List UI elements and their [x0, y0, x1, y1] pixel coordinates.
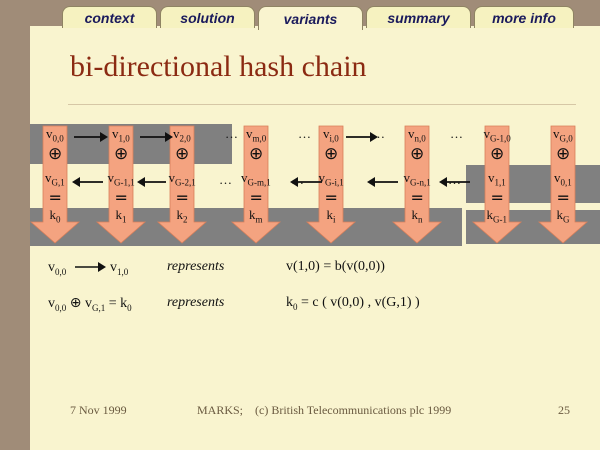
legend-row1-formula: v(1,0) = b(v(0,0)): [286, 259, 385, 274]
xor-icon: ⊕: [114, 144, 129, 164]
equals-sign: =: [114, 188, 128, 207]
key-value-6: kG-1: [486, 207, 508, 225]
backward-value-6: v1,1: [488, 170, 506, 188]
ellipsis: …: [225, 126, 238, 141]
equals-sign: =: [410, 188, 424, 207]
legend-row1-represents: represents: [167, 259, 225, 274]
footer-page-number: 25: [558, 403, 570, 417]
legend-row2-formula: k0 = c ( v(0,0) , v(G,1) ): [286, 295, 420, 312]
key-value-0: k0: [49, 207, 61, 225]
legend-row1-source: v0,0: [48, 260, 67, 277]
tab-solution[interactable]: solution: [160, 6, 255, 28]
forward-value-6: vG-1,0: [483, 126, 511, 144]
tab-more-info[interactable]: more info: [474, 6, 574, 28]
backward-value-2: vG-2,1: [168, 170, 196, 188]
key-value-5: kn: [411, 207, 423, 225]
xor-icon: ⊕: [324, 144, 339, 164]
key-value-4: ki: [326, 207, 336, 225]
backward-value-7: v0,1: [554, 170, 572, 188]
backward-value-1: vG-1,1: [107, 170, 135, 188]
forward-value-7: vG,0: [553, 126, 573, 144]
backward-value-0: vG,1: [45, 170, 65, 188]
xor-icon: ⊕: [48, 144, 63, 164]
tab-variants[interactable]: variants: [258, 6, 363, 30]
xor-icon: ⊕: [249, 144, 264, 164]
xor-icon: ⊕: [69, 295, 82, 311]
xor-icon: ⊕: [410, 144, 425, 164]
backward-value-5: vG-n,1: [403, 170, 431, 188]
legend-row2-left: v0,0 ⊕ vG,1 = k0: [48, 295, 132, 313]
xor-icon: ⊕: [490, 144, 505, 164]
slide-title: bi-directional hash chain: [70, 50, 367, 83]
legend-row2-represents: represents: [167, 295, 225, 310]
tab-context[interactable]: context: [62, 6, 157, 28]
key-value-3: km: [249, 207, 263, 225]
ellipsis: …: [448, 172, 461, 187]
legend-row1-target: v1,0: [110, 260, 129, 277]
footer-date: 7 Nov 1999: [70, 403, 127, 417]
footer-credit: MARKS; (c) British Telecommunications pl…: [197, 403, 452, 417]
equals-sign: =: [48, 188, 62, 207]
title-divider: [68, 104, 576, 105]
ellipsis: …: [219, 172, 232, 187]
equals-sign: =: [490, 188, 504, 207]
forward-value-4: vi,0: [323, 126, 339, 144]
backward-value-4: vG-i,1: [318, 170, 344, 188]
ellipsis: …: [291, 172, 304, 187]
backward-chain-band-right: [466, 165, 600, 203]
ellipsis: …: [372, 126, 385, 141]
forward-value-3: vm,0: [246, 126, 267, 144]
key-value-7: kG: [556, 207, 570, 225]
forward-value-5: vn,0: [408, 126, 426, 144]
key-band-middle: [232, 208, 462, 246]
key-value-2: k2: [176, 207, 188, 225]
backward-value-3: vG-m,1: [241, 170, 271, 188]
tab-summary[interactable]: summary: [366, 6, 471, 28]
ellipsis: …: [450, 126, 463, 141]
equals-sign: =: [175, 188, 189, 207]
equals-sign: =: [249, 188, 263, 207]
key-value-1: k1: [115, 207, 127, 225]
forward-value-0: v0,0: [46, 126, 64, 144]
xor-icon: ⊕: [556, 144, 571, 164]
ellipsis: …: [298, 126, 311, 141]
equals-sign: =: [324, 188, 338, 207]
forward-value-2: v2,0: [173, 126, 191, 144]
equals-sign: =: [556, 188, 570, 207]
forward-value-1: v1,0: [112, 126, 130, 144]
xor-icon: ⊕: [175, 144, 190, 164]
